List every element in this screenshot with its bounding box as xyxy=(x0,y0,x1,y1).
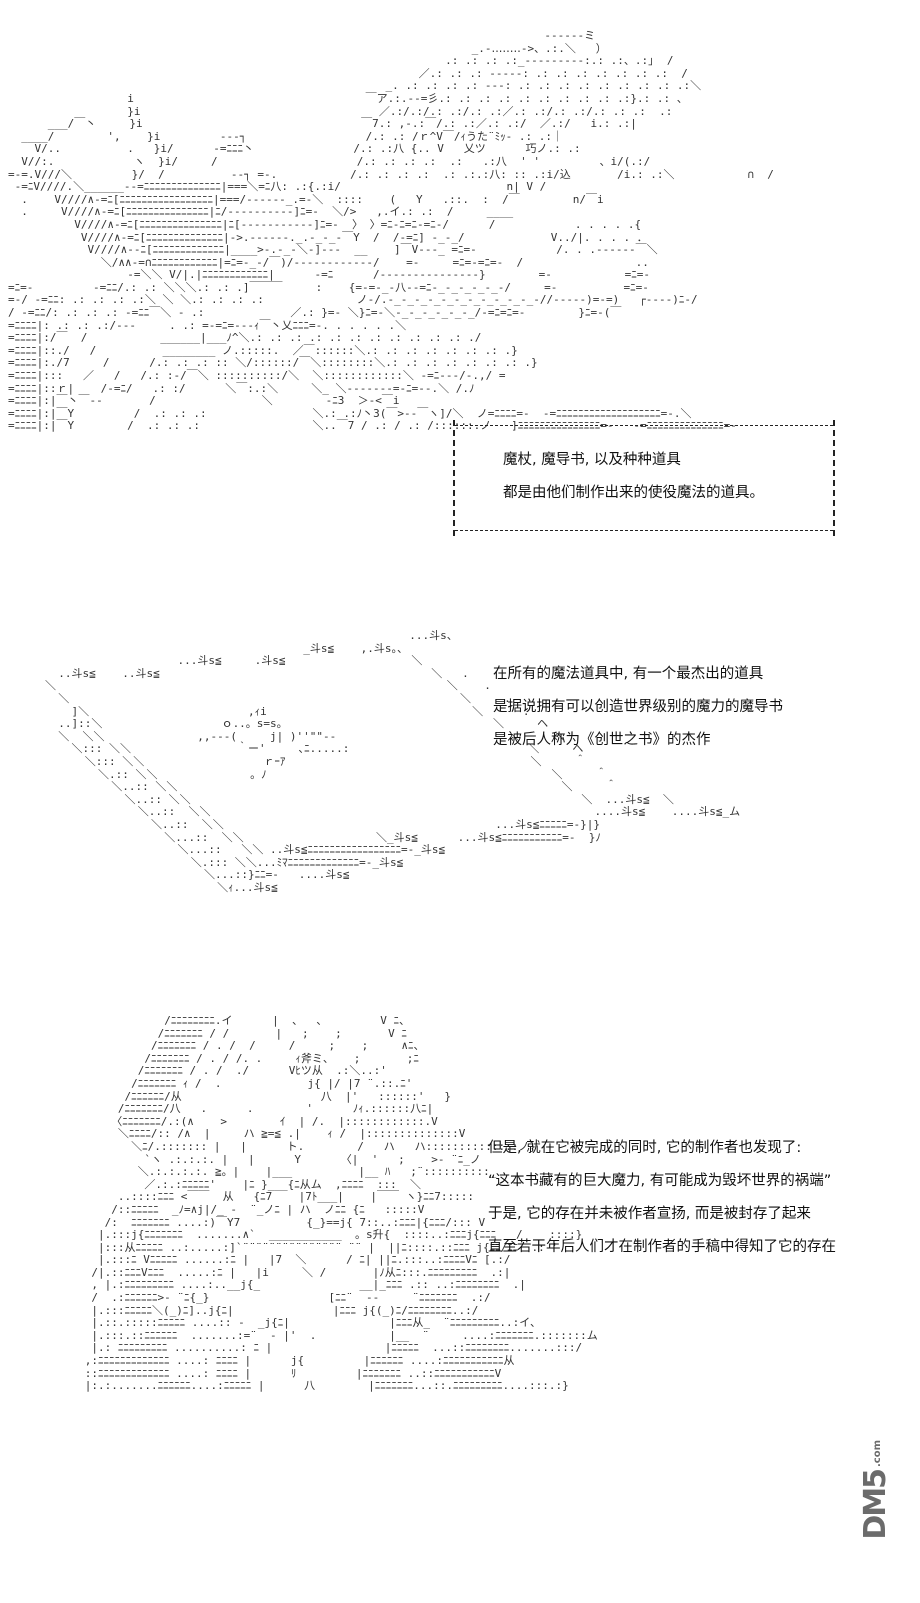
caption-line: 直至若干年后人们才在制作者的手稿中得知了它的存在 xyxy=(488,1239,836,1255)
caption-box-magic-tools: 魔杖, 魔导书, 以及种种道具 都是由他们制作出来的使役魔法的道具。 xyxy=(453,420,835,536)
ascii-art-grimoire-book: ...斗s、 _斗s≦ ,.斗s。、 ...斗s≦ .斗s≦ ＼ ..斗s≦ .… xyxy=(45,629,741,894)
panel-author: /ﾆﾆﾆﾆﾆﾆﾆﾆ.イ | 、 、 V ﾆ、 /ﾆﾆﾆﾆﾆﾆﾆ / / | ; … xyxy=(0,1010,900,1603)
watermark-text: DM5 xyxy=(858,1470,893,1540)
caption-grimoire: 在所有的魔法道具中, 有一个最杰出的道具 是据说拥有可以创造世界级别的魔力的魔导… xyxy=(493,658,783,757)
caption-line: 是被后人称为《创世之书》的杰作 xyxy=(493,732,711,748)
ascii-art-magic-shelf: ------ミ _.-‥‥‥‥->、.:.＼ ） .: .: .: .:_---… xyxy=(8,29,774,433)
panel-grimoire: ...斗s、 _斗s≦ ,.斗s。、 ...斗s≦ .斗s≦ ＼ ..斗s≦ .… xyxy=(0,620,900,980)
ascii-art-author-figure: /ﾆﾆﾆﾆﾆﾆﾆﾆ.イ | 、 、 V ﾆ、 /ﾆﾆﾆﾆﾆﾆﾆ / / | ; … xyxy=(84,1014,598,1393)
panel-magic-tools: ------ミ _.-‥‥‥‥->、.:.＼ ） .: .: .: .:_---… xyxy=(0,0,900,600)
dm5-watermark-logo: .com DM5 xyxy=(858,1440,893,1590)
watermark-domain: .com xyxy=(872,1440,883,1468)
caption-line: 魔杖, 魔导书, 以及种种道具 xyxy=(503,452,681,468)
caption-line: 都是由他们制作出来的使役魔法的道具。 xyxy=(503,485,764,501)
caption-line: 于是, 它的存在并未被作者宣扬, 而是被封存了起来 xyxy=(488,1206,811,1222)
caption-line: 但是, 就在它被完成的同时, 它的制作者也发现了: xyxy=(488,1140,802,1156)
caption-magic-tools: 魔杖, 魔导书, 以及种种道具 都是由他们制作出来的使役魔法的道具。 xyxy=(503,444,764,510)
caption-author: 但是, 就在它被完成的同时, 它的制作者也发现了: “这本书藏有的巨大魔力, 有… xyxy=(488,1132,836,1264)
caption-line: “这本书藏有的巨大魔力, 有可能成为毁坏世界的祸端” xyxy=(488,1173,832,1189)
caption-line: 在所有的魔法道具中, 有一个最杰出的道具 xyxy=(493,666,764,682)
caption-line: 是据说拥有可以创造世界级别的魔力的魔导书 xyxy=(493,699,783,715)
